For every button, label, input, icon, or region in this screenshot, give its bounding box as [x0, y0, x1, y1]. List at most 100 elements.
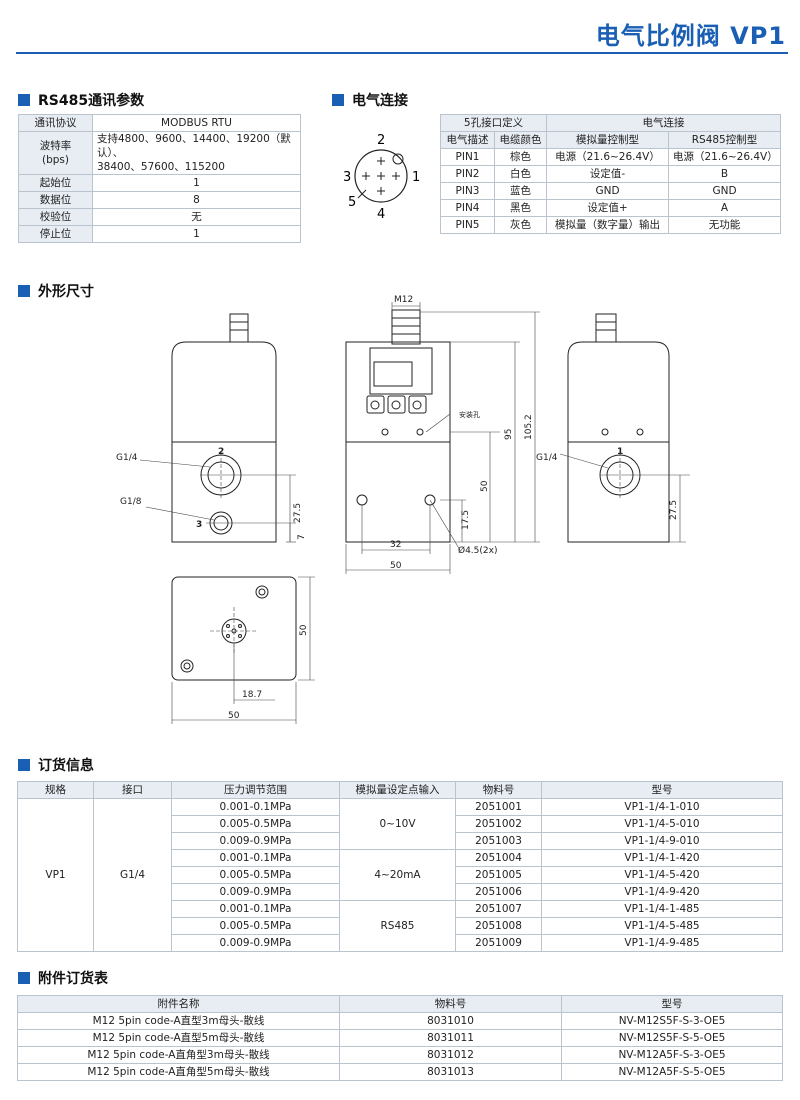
pressure-range-cell: 0.009-0.9MPa	[171, 883, 340, 901]
column-header: RS485控制型	[668, 131, 781, 149]
param-value-cell: 无	[92, 208, 301, 226]
table-cell: 黑色	[494, 199, 547, 217]
param-value-cell: 支持4800、9600、14400、19200（默认）、 38400、57600…	[92, 131, 301, 175]
table-cell: 蓝色	[494, 182, 547, 200]
pin-label: 1	[412, 170, 420, 185]
spec-cell: VP1	[17, 798, 94, 952]
group-header: 电气连接	[546, 114, 781, 132]
table-cell: 电源（21.6~26.4V）	[668, 148, 781, 166]
column-header: 电缆颜色	[494, 131, 547, 149]
connector-pin-diagram: 2 3 1 5 4	[343, 133, 420, 220]
section-title: 电气连接	[352, 93, 408, 109]
part-number-cell: 2051005	[455, 866, 542, 884]
table-cell: B	[668, 165, 781, 183]
section-marker-icon	[18, 94, 30, 106]
dim-diameter-4-5: Ø4.5(2x)	[458, 545, 497, 556]
section-electrical: 电气连接	[332, 90, 408, 110]
table-cell: 灰色	[494, 216, 547, 234]
table-cell: 模拟量（数字量）输出	[546, 216, 669, 234]
mount-hole-label: 安装孔	[459, 410, 480, 419]
pressure-range-cell: 0.001-0.1MPa	[171, 900, 340, 918]
model-cell: VP1-1/4-9-010	[541, 832, 783, 850]
pressure-range-cell: 0.005-0.5MPa	[171, 815, 340, 833]
section-title: RS485通讯参数	[38, 93, 145, 109]
dim-50-bottom-width: 50	[228, 711, 240, 721]
table-cell: 8031010	[339, 1012, 562, 1030]
table-cell: PIN2	[440, 165, 495, 183]
dimension-drawing: M12 安装孔 G1/4 G1/8 2 3 1 G1/4 27.5 7 50 1…	[116, 295, 690, 724]
table-cell: 设定值-	[546, 165, 669, 183]
column-header: 附件名称	[17, 995, 340, 1013]
section-marker-icon	[18, 759, 30, 771]
section-title: 附件订货表	[38, 971, 108, 987]
part-number-cell: 2051004	[455, 849, 542, 867]
dim-27-5: 27.5	[293, 503, 303, 523]
dim-50-width: 50	[390, 561, 402, 571]
part-number-cell: 2051006	[455, 883, 542, 901]
param-value-cell: 8	[92, 191, 301, 209]
pressure-range-cell: 0.009-0.9MPa	[171, 934, 340, 952]
dim-18-7: 18.7	[242, 690, 262, 700]
dim-27-5-right: 27.5	[669, 500, 679, 520]
part-number-cell: 2051007	[455, 900, 542, 918]
section-dimensions: 外形尺寸	[18, 281, 94, 301]
model-cell: VP1-1/4-9-485	[541, 934, 783, 952]
part-number-cell: 2051002	[455, 815, 542, 833]
section-marker-icon	[332, 94, 344, 106]
column-header: 物料号	[455, 781, 542, 799]
param-name-cell: 波特率 (bps)	[18, 131, 93, 175]
page-title: 电气比例阀 VP1	[595, 22, 786, 50]
section-rs485: RS485通讯参数	[18, 90, 144, 110]
model-cell: VP1-1/4-1-420	[541, 849, 783, 867]
section-accessories: 附件订货表	[18, 968, 108, 988]
table-cell: M12 5pin code-A直型3m母头-散线	[17, 1012, 340, 1030]
column-header: 压力调节范围	[171, 781, 340, 799]
dim-m12: M12	[394, 295, 413, 305]
part-number-cell: 2051008	[455, 917, 542, 935]
column-header: 规格	[17, 781, 94, 799]
model-cell: VP1-1/4-5-010	[541, 815, 783, 833]
table-cell: NV-M12S5F-S-3-OE5	[561, 1012, 783, 1030]
param-value-cell: MODBUS RTU	[92, 114, 301, 132]
pin-label: 3	[343, 170, 351, 185]
section-title: 订货信息	[38, 758, 94, 774]
table-cell: 设定值+	[546, 199, 669, 217]
param-value-cell: 1	[92, 225, 301, 243]
model-cell: VP1-1/4-1-485	[541, 900, 783, 918]
column-header: 型号	[541, 781, 783, 799]
port-g18-label: G1/8	[120, 497, 142, 507]
pin-label: 2	[377, 133, 385, 148]
part-number-cell: 2051001	[455, 798, 542, 816]
m12-connector-left	[229, 313, 249, 343]
model-cell: VP1-1/4-5-420	[541, 866, 783, 884]
table-cell: A	[668, 199, 781, 217]
section-ordering: 订货信息	[18, 755, 94, 775]
column-header: 物料号	[339, 995, 562, 1013]
dim-7: 7	[297, 534, 307, 540]
pin-label: 4	[377, 207, 385, 220]
port-1-label: 1	[617, 447, 623, 457]
table-cell: PIN5	[440, 216, 495, 234]
dim-17-5: 17.5	[461, 510, 471, 530]
param-value-cell: 1	[92, 174, 301, 192]
pressure-range-cell: 0.005-0.5MPa	[171, 866, 340, 884]
param-name-cell: 停止位	[18, 225, 93, 243]
dim-50-height: 50	[480, 480, 490, 492]
header-row: 附件名称物料号型号	[17, 995, 783, 1013]
part-number-cell: 2051003	[455, 832, 542, 850]
table-cell: M12 5pin code-A直角型3m母头-散线	[17, 1046, 340, 1064]
table-cell: NV-M12A5F-S-5-OE5	[561, 1063, 783, 1081]
column-header: 接口	[93, 781, 172, 799]
